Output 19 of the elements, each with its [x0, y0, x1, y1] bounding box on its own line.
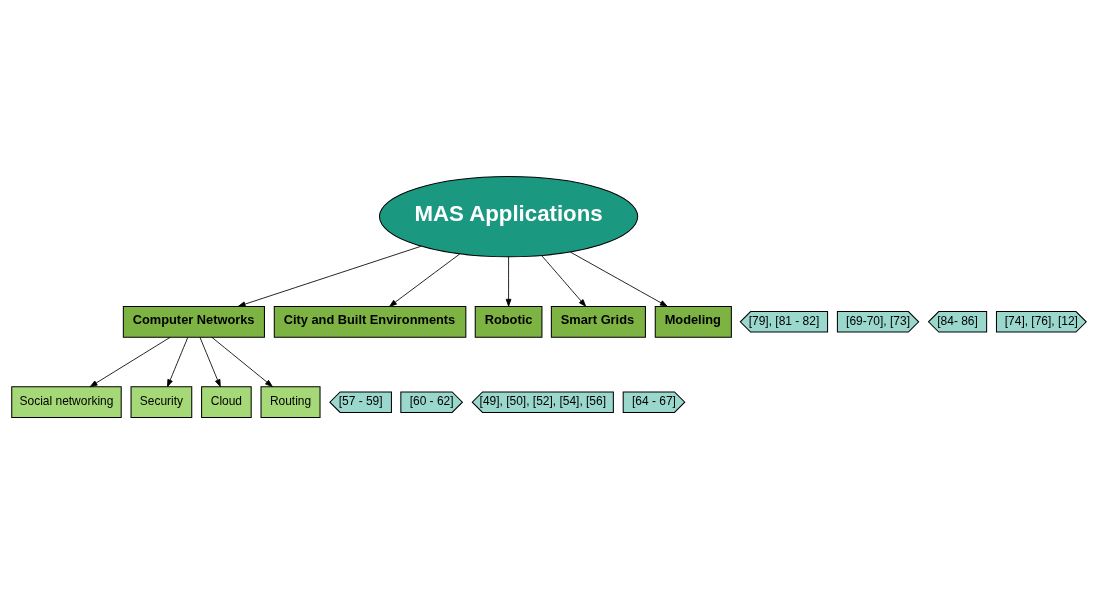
- arrow: [541, 255, 587, 307]
- node-ellipse: MAS Applications: [378, 175, 639, 258]
- node-box: Security: [130, 386, 193, 419]
- arrow: [167, 337, 189, 388]
- arrow: [211, 336, 273, 387]
- arrow: [89, 336, 171, 388]
- arrow: [199, 337, 221, 388]
- node-box: Cloud: [201, 386, 252, 419]
- node-box: Modeling: [654, 305, 732, 338]
- arrow: [389, 253, 461, 307]
- arrow: [505, 256, 512, 307]
- node-box: Smart Grids: [550, 305, 646, 338]
- node-box: Computer Networks: [122, 305, 265, 338]
- arrow: [237, 245, 422, 307]
- arrow: [569, 251, 668, 307]
- node-box: City and Built Environments: [273, 305, 467, 338]
- node-box: Routing: [260, 386, 321, 419]
- node-box: Robotic: [474, 305, 543, 338]
- node-box: Social networking: [11, 386, 122, 419]
